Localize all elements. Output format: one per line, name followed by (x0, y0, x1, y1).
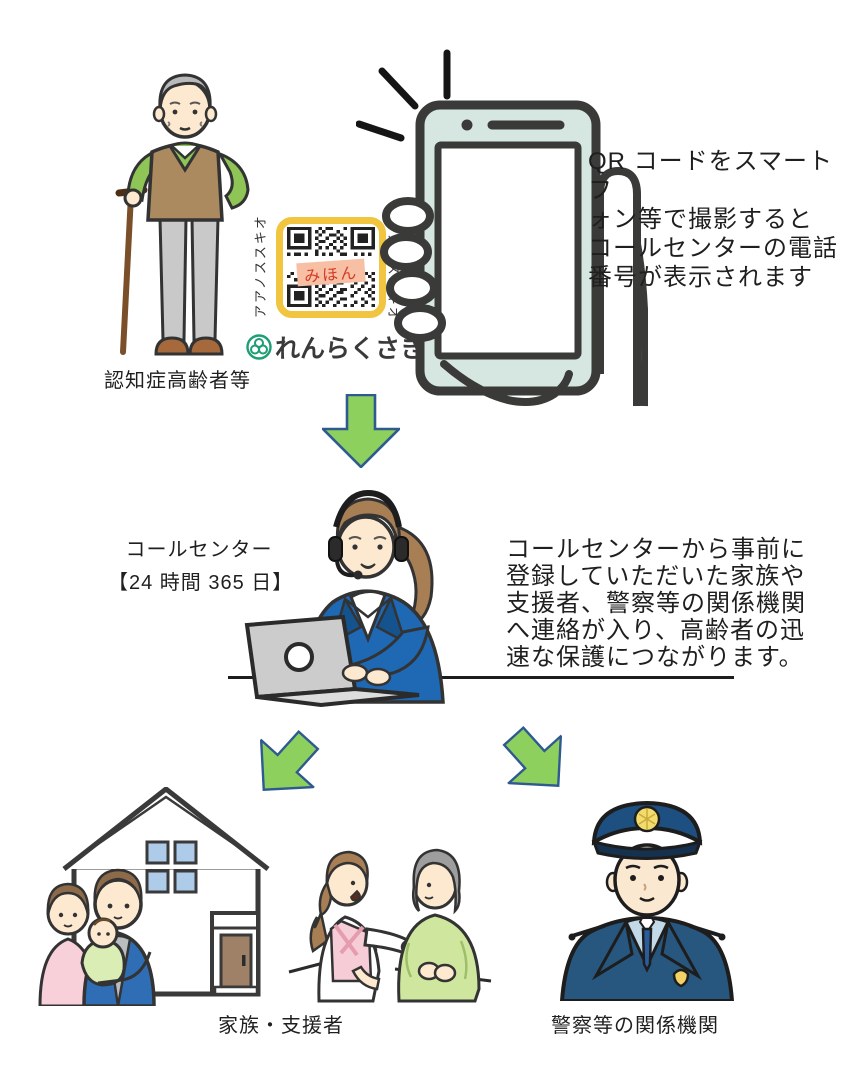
elderly-label: 認知症高齢者等 (104, 370, 251, 392)
renrakusaki-logo: れんらくさき (245, 329, 425, 365)
down-right-arrow-icon (486, 711, 586, 811)
camera-flash-icon (356, 49, 451, 142)
house-family-illustration (38, 787, 270, 1006)
family-label: 家族・支援者 (218, 1015, 344, 1037)
caregiver-elderly-illustration (288, 848, 492, 1003)
down-arrow-icon (322, 394, 400, 468)
renrakusaki-logo-text: れんらくさき (275, 335, 426, 363)
police-label: 警察等の関係機関 (551, 1015, 719, 1037)
elderly-person-illustration (115, 73, 250, 356)
call-center-description-text: コールセンターから事前に 登録していただいた家族や 支援者、警察等の関係機関 へ… (506, 536, 806, 671)
desk-line (228, 676, 734, 679)
qr-description-text: QR コードをスマートフ ォン等で撮影すると コールセンターの電話 番号が表示さ… (588, 148, 838, 291)
qr-code-sticker: みほん (276, 217, 386, 318)
call-center-operator-illustration (244, 489, 445, 707)
qr-code-icon (287, 227, 375, 307)
qr-side-text-left: アアノススキオ (253, 214, 268, 318)
down-left-arrow-icon (236, 715, 336, 815)
police-officer-illustration (559, 800, 735, 1001)
smartphone-hand-illustration (356, 49, 648, 407)
renrakusaki-logo-icon (246, 334, 272, 360)
call-center-label: コールセンター 【24 時間 365 日】 (108, 539, 294, 594)
